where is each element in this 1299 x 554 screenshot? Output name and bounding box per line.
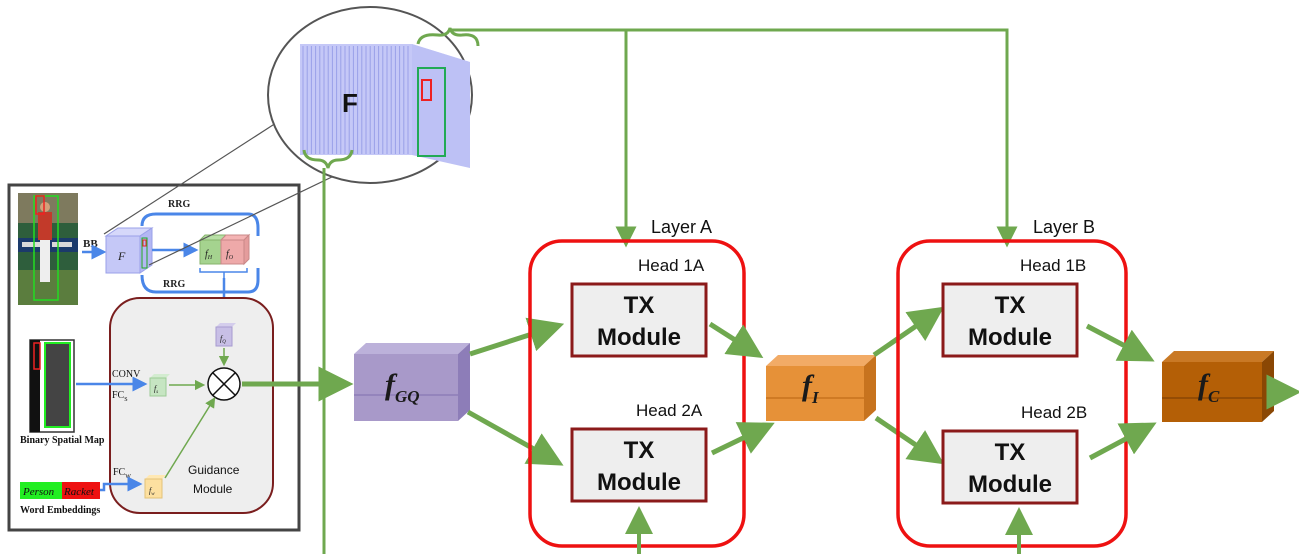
svg-text:fs: fs: [154, 384, 158, 395]
fi-sub: I: [811, 388, 820, 407]
bb-label: BB: [83, 238, 98, 250]
fs-label: f: [154, 384, 158, 393]
small-feature-cube: F: [104, 227, 154, 274]
fc-sub: C: [1208, 387, 1220, 406]
fi-to-tx2b-arrow: [874, 415, 945, 465]
tx-2a-line1: TX: [624, 437, 655, 464]
word-person: Person: [22, 486, 55, 498]
guidance-module-title-2: Module: [193, 482, 233, 496]
fq-cube: fQ: [215, 323, 236, 347]
tx2a-to-fi-arrow: [710, 422, 775, 456]
guidance-module-box: [109, 297, 274, 514]
tx1b-to-fc-arrow: [1085, 323, 1155, 362]
fi-label: f: [802, 369, 815, 402]
svg-text:fC: fC: [1198, 368, 1220, 406]
zoom-feature-label: F: [342, 88, 358, 118]
fs-cube: fs: [149, 374, 170, 397]
fw-label: f: [149, 486, 153, 495]
top-brace: [416, 27, 480, 47]
svg-text:fH: fH: [205, 249, 213, 261]
fcs-sub: S: [124, 397, 127, 403]
head-1a-label: Head 1A: [638, 256, 705, 275]
tx-module-2a: TX Module: [570, 427, 708, 503]
svg-text:fQ: fQ: [220, 334, 226, 345]
fgq-sub: GQ: [395, 387, 420, 406]
head-2b-label: Head 2B: [1021, 403, 1087, 422]
tx-2b-line2: Module: [968, 471, 1052, 498]
tx-module-1b: TX Module: [941, 282, 1079, 358]
word-embeddings: Person Racket: [20, 482, 100, 499]
word-racket: Racket: [63, 486, 95, 498]
fgq-label: f: [385, 368, 398, 401]
fi-to-tx1b-arrow: [872, 306, 945, 358]
tennis-photo: [18, 193, 78, 305]
tx-1a-line2: Module: [597, 324, 681, 351]
tx-1b-line1: TX: [995, 292, 1026, 319]
fcw-sub: W: [125, 474, 131, 480]
fcw-arrow: [100, 476, 143, 492]
layer-a-title: Layer A: [651, 217, 712, 237]
fc-block: fC: [1162, 351, 1274, 422]
binary-map-caption: Binary Spatial Map: [20, 435, 105, 446]
fo-label: f: [226, 249, 230, 260]
feature-to-layer-b-1b: [626, 28, 1018, 248]
tx1a-to-fi-arrow: [708, 321, 764, 359]
fcs-label: FC: [112, 390, 125, 401]
large-feature-cube: F: [300, 44, 470, 168]
fw-cube: fw: [144, 475, 166, 499]
fo-cube: fO: [219, 233, 251, 266]
fh-label: f: [205, 249, 209, 260]
fq-sub: Q: [222, 340, 226, 345]
tx-1b-line2: Module: [968, 324, 1052, 351]
tx-2a-line2: Module: [597, 469, 681, 496]
zoom-line-left: [103, 113, 291, 235]
fh-fo-bracket: [199, 268, 248, 278]
fc-label: f: [1198, 368, 1211, 401]
svg-text:fO: fO: [226, 249, 234, 261]
head-2a-label: Head 2A: [636, 401, 703, 420]
fq-label: f: [220, 334, 224, 343]
conv-label: CONV: [112, 369, 141, 380]
fgq-block: fGQ: [354, 343, 470, 421]
layer-b-box: [896, 239, 1128, 548]
multiply-icon: [207, 367, 241, 401]
rrg-bottom-label: RRG: [163, 279, 185, 290]
binary-spatial-map: [29, 339, 75, 433]
guidance-module-title-1: Guidance: [188, 463, 240, 477]
fo-sub: O: [229, 255, 234, 261]
fgq-to-tx2a-arrow: [466, 409, 564, 466]
rrg-top-label: RRG: [168, 199, 190, 210]
rrg-bottom-path: [140, 268, 260, 294]
tx-module-2b: TX Module: [941, 429, 1079, 505]
tx-1a-line1: TX: [624, 292, 655, 319]
tx2b-to-fc-arrow: [1088, 422, 1157, 461]
fw-to-mult-arrow: [164, 397, 216, 479]
fh-sub: H: [207, 255, 213, 261]
fcw-label: FC: [113, 467, 126, 478]
feature-slice-lines: [302, 46, 409, 154]
small-feature-label: F: [117, 249, 126, 263]
tx-2b-line1: TX: [995, 439, 1026, 466]
svg-text:fI: fI: [802, 369, 820, 407]
feature-to-layer-a-1a: [450, 28, 637, 248]
fw-sub: w: [151, 492, 155, 497]
svg-text:fGQ: fGQ: [385, 368, 420, 406]
svg-text:FCS: FCS: [112, 390, 128, 403]
tx-module-1a: TX Module: [570, 282, 708, 358]
rrg-top-path: [140, 212, 260, 236]
head-1b-label: Head 1B: [1020, 256, 1086, 275]
fgq-to-tx1a-arrow: [469, 317, 565, 357]
fs-sub: s: [156, 390, 158, 395]
fi-block: fI: [766, 355, 876, 421]
svg-text:fw: fw: [149, 486, 155, 497]
bottom-brace: [302, 149, 354, 169]
word-embeddings-caption: Word Embeddings: [20, 505, 100, 516]
layer-b-title: Layer B: [1033, 217, 1095, 237]
